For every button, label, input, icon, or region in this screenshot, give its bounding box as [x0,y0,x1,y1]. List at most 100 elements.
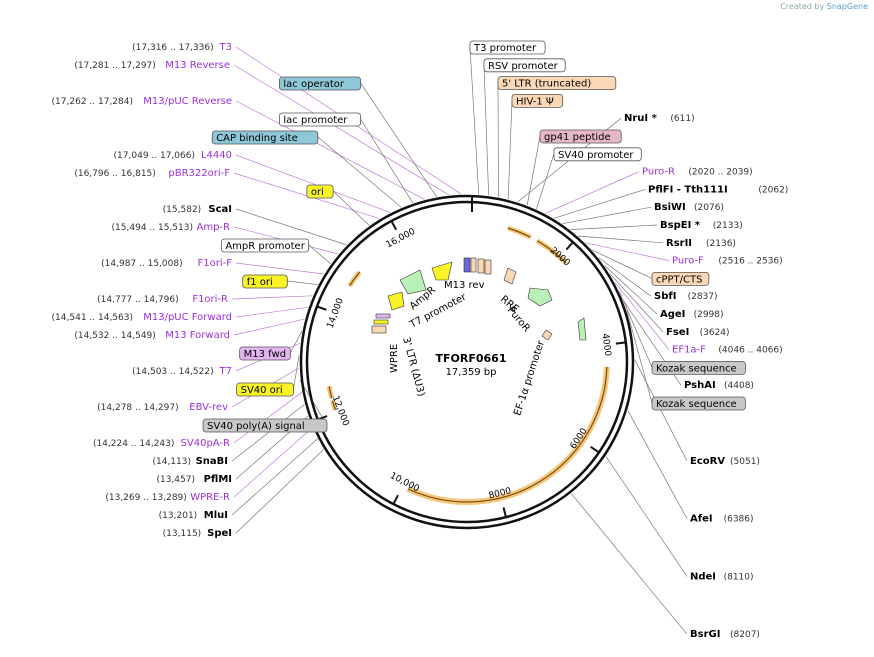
credit-brand: SnapGene [826,2,868,11]
left-label-15: M13/pUC Forward(14,541 .. 14,563) [52,312,232,323]
label-box [242,274,288,289]
label-name: EBV-rev [189,402,228,413]
label-name: SpeI [207,528,232,539]
arc-feature-13500a-core [328,386,333,399]
leader-line [231,295,313,300]
right-label-0: T3 promoter [469,40,546,55]
right-label-14: SbfI(2837) [654,291,718,302]
left-label-14: F1ori-R(14,777 .. 14,796) [97,294,228,305]
right-label-13: cPPT/CTS [651,271,710,286]
label-coord: (17,281 .. 17,297) [74,61,155,71]
left-label-12: F1ori-F(14,987 .. 15,008) [101,258,232,269]
label-coord: (13,115) [163,529,202,539]
label-coord: (611) [670,114,694,124]
label-coord: (14,278 .. 14,297) [97,403,178,413]
arc-large-feature-core [407,366,608,503]
tick-8000 [502,507,507,518]
leader-line [235,449,324,534]
plasmid-name: TFORF0661 [436,352,507,365]
label-coord: (13,201) [159,511,198,521]
leader-line [545,171,640,214]
right-label-3: HIV-1 Ψ [511,94,564,108]
label-name: AfeI [690,514,713,525]
plasmid-size: 17,359 bp [446,367,497,378]
right-label-18: Kozak sequence [651,360,746,375]
glyph-rre [503,267,517,285]
label-box-text: AmpR promoter [225,241,305,252]
tick-16000 [390,220,398,231]
left-label-22: SV40pA-R(14,224 .. 14,243) [93,438,230,449]
label-coord: (16,796 .. 16,815) [74,169,155,179]
leader-line [233,427,313,498]
leader-line [585,242,670,261]
leader-line [562,206,652,225]
label-coord: (8110) [724,572,754,582]
label-name: M13/pUC Reverse [143,96,232,107]
label-box [651,360,746,375]
right-label-8: PflFI - Tth111I (2062) [648,184,788,195]
label-box [211,130,319,145]
leader-line [536,153,555,210]
leader-line [233,64,450,196]
leader-line [526,135,541,206]
label-name: Puro-F [672,256,704,267]
right-label-7: Puro-R(2020 .. 2039) [642,167,753,178]
right-label-15: AgeI(2998) [660,309,724,320]
leader-line [571,493,688,635]
inner-label-ef1a: EF-1α promoter [512,338,547,417]
leader-line [507,100,513,200]
label-box [236,382,294,397]
left-label-25: WPRE-R(13,269 .. 13,289) [105,492,230,503]
label-box [651,396,746,411]
left-label-10: Amp-R(15,494 .. 15,513) [112,222,230,233]
label-box-text: T3 promoter [473,43,537,54]
label-box-text: SV40 promoter [558,150,634,161]
label-coord: (4408) [724,381,754,391]
label-name: BsrGI [690,629,720,640]
tick-2000 [565,241,574,251]
label-name: PflFI - Tth111I [648,184,728,195]
tick-6000 [590,445,600,454]
arc-feature-2000-core [536,240,567,264]
label-name: MluI [204,510,228,521]
label-name: NruI * [624,113,658,124]
leader-line [360,82,437,197]
credit-prefix: Created by [780,2,825,11]
label-coord: (2062) [758,185,788,195]
leader-line [626,309,653,404]
label-name: L4440 [201,150,232,161]
tick-4000 [615,341,626,345]
leader-line [469,46,480,195]
label-box [497,76,617,90]
label-name: SnaBI [196,456,228,467]
left-label-0: T3(17,316 .. 17,336) [132,42,232,53]
left-label-column: T3(17,316 .. 17,336)M13 Reverse(17,281 .… [52,42,361,539]
left-label-5: CAP binding site [211,130,319,145]
label-coord: (2076) [694,203,724,213]
label-box-text: CAP binding site [216,133,298,144]
right-label-9: BsiWI(2076) [654,202,724,213]
left-label-16: M13 Forward(14,532 .. 14,549) [74,330,230,341]
glyph-sv40ori [373,319,389,325]
inner-label-m13rev: M13 rev [444,280,485,291]
glyph-ef1a-arrow [577,317,587,341]
leader-line [570,224,658,230]
glyph-t3 [463,257,471,273]
leader-line [605,456,688,577]
leader-line [287,280,318,286]
label-coord: (2020 .. 2039) [688,168,752,178]
label-coord: (17,316 .. 17,336) [132,43,213,53]
label-box [278,76,361,91]
tick-label-14000: 14,000 [326,297,346,330]
leader-line [235,306,309,318]
label-box-text: lac promoter [283,115,348,126]
leader-line [235,262,324,275]
leader-line [598,257,652,297]
label-box-text: Kozak sequence [656,363,737,374]
label-box-text: f1 ori [247,277,273,288]
backbone-inner [305,200,629,524]
label-name: pBR322ori-F [168,168,230,179]
glyph-m13fwd [375,313,391,319]
label-coord: (14,987 .. 15,008) [101,259,182,269]
inner-label-3ltr: 3' LTR (ΔU3) [400,336,426,398]
